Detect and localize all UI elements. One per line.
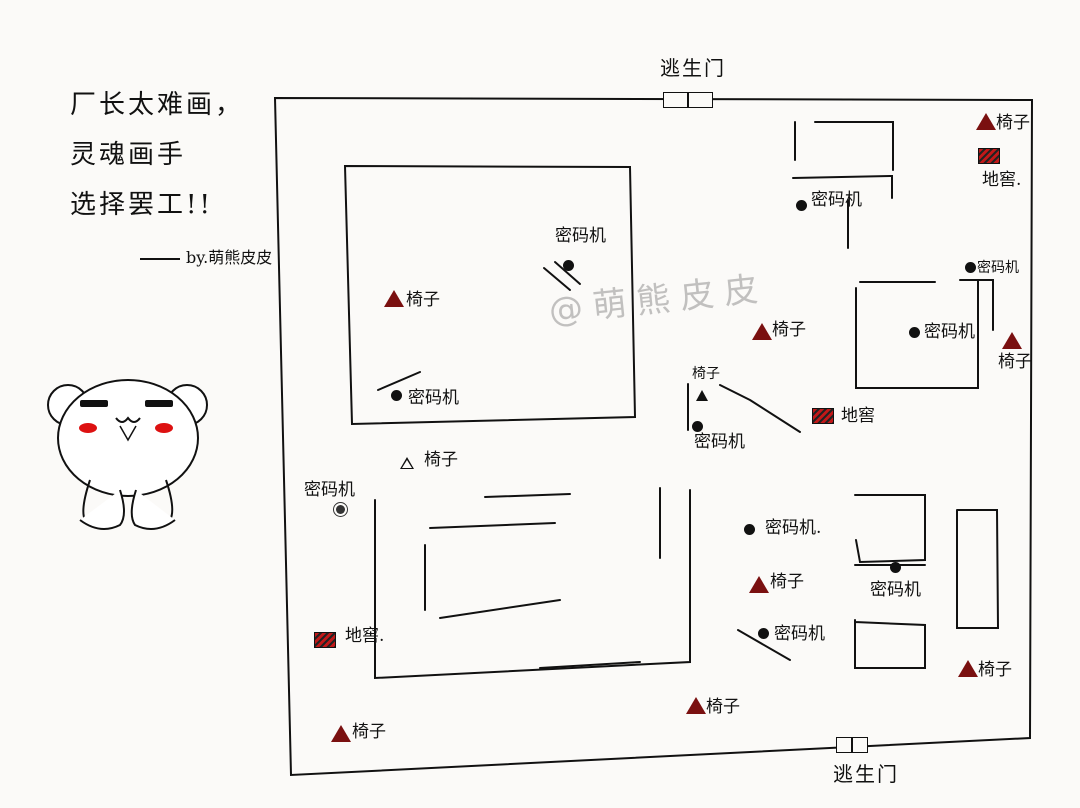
chair-icon [958, 660, 978, 677]
cellar-icon [812, 408, 834, 424]
bear-mascot-drawing [47, 379, 208, 530]
signature: by.萌熊皮皮 [140, 244, 272, 268]
chair-icon [749, 576, 769, 593]
exit-south-door-icon [836, 737, 868, 753]
note-line-2: 灵魂画手 [70, 140, 187, 170]
cipher-dot-icon [391, 390, 402, 401]
note-line-1: 厂长太难画， [70, 90, 245, 120]
chair-icon [1002, 332, 1022, 349]
note-line-3: 选择罢工!! [70, 190, 213, 220]
chair-icon [976, 113, 996, 130]
cipher-label: 密码机 [408, 388, 459, 408]
chair-icon [686, 697, 706, 714]
cellar-label: 地窖 [841, 406, 875, 426]
cipher-label: 密码机 [811, 190, 862, 210]
chair-label: 椅子 [424, 450, 458, 470]
cipher-dot-icon [744, 524, 755, 535]
cipher-label: 密码机 [694, 432, 745, 452]
cipher-dot-icon [909, 327, 920, 338]
maze-structure [374, 489, 691, 680]
chair-label: 椅子 [406, 290, 440, 310]
cellar-icon [978, 148, 1000, 164]
cipher-dot-icon [758, 628, 769, 639]
cellar-label: 地窖. [345, 626, 385, 646]
cipher-dot-icon [692, 421, 703, 432]
exit-north-label: 逃生门 [660, 56, 726, 80]
cipher-dot-icon [336, 505, 345, 514]
chair-icon [696, 390, 708, 401]
cipher-label: 密码机. [765, 518, 822, 538]
cellar-label: 地窖. [982, 170, 1022, 190]
cipher-dot-icon [890, 562, 901, 573]
cellar-icon [314, 632, 336, 648]
chair-label: 椅子 [692, 366, 720, 382]
chair-icon [331, 725, 351, 742]
cipher-label: 密码机 [924, 322, 975, 342]
cipher-label: 密码机 [304, 480, 355, 500]
building-east [855, 279, 994, 389]
chair-label: 椅子 [978, 660, 1012, 680]
cipher-dot-icon [563, 260, 574, 271]
cipher-dot-icon [796, 200, 807, 211]
chair-icon [384, 290, 404, 307]
chair-label: 椅子 [770, 572, 804, 592]
cipher-label: 密码机 [774, 624, 825, 644]
chair-label: 椅子 [998, 352, 1032, 372]
outer-wall [273, 96, 1034, 777]
building-a [343, 164, 637, 426]
chair-icon [752, 323, 772, 340]
chair-label: 椅子 [772, 320, 806, 340]
chair-label: 椅子 [706, 697, 740, 717]
cipher-dot-icon [965, 262, 976, 273]
exit-south-label: 逃生门 [833, 762, 899, 786]
cipher-label: 密码机 [977, 260, 1019, 276]
chair-icon [400, 457, 414, 469]
cipher-label: 密码机 [555, 226, 606, 246]
exit-north-door-icon [663, 92, 713, 108]
cipher-label: 密码机 [870, 580, 921, 600]
chair-label: 椅子 [352, 722, 386, 742]
chair-label: 椅子 [996, 113, 1030, 133]
